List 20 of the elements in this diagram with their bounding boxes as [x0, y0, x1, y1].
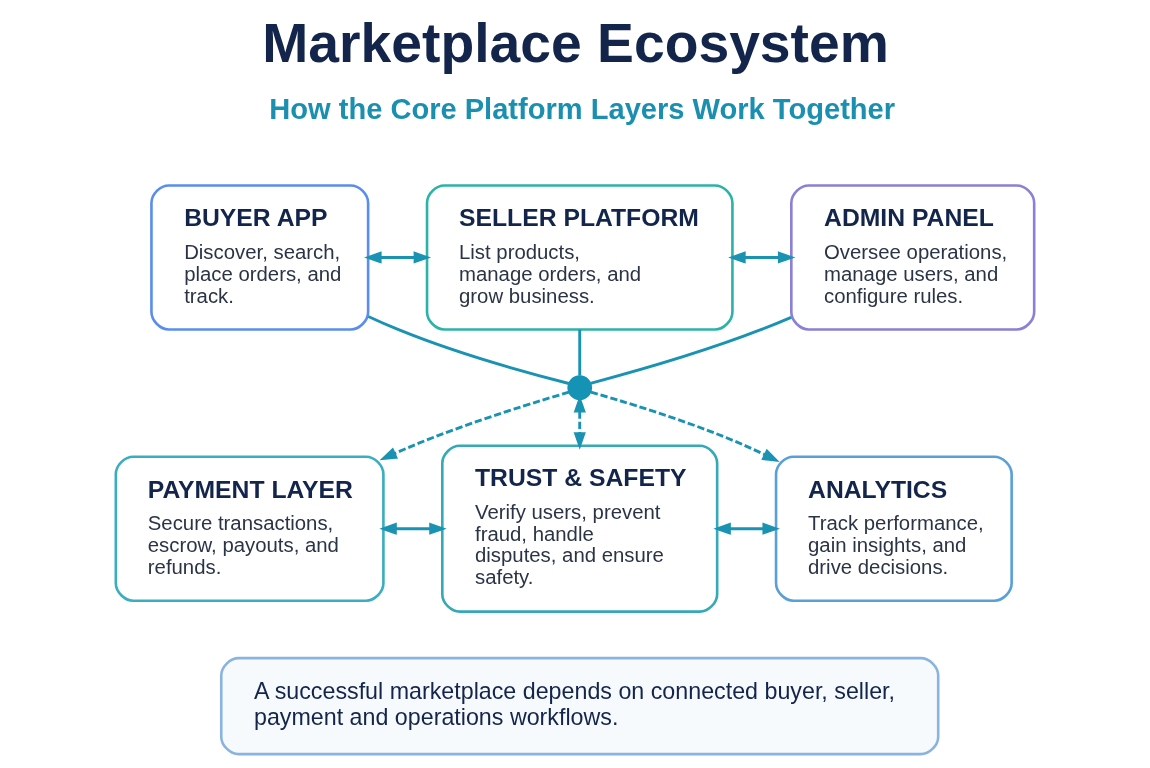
arrow — [379, 390, 570, 461]
node-circle — [567, 375, 593, 400]
node-box: PAYMENT LAYER Secure transactions, escrow, payouts, and refunds. — [114, 455, 385, 602]
connector — [590, 316, 792, 385]
arrow — [713, 522, 780, 535]
node-box: ADMIN PANEL Oversee operations, manage users, and configure rules. — [790, 184, 1036, 331]
label: How the Core Platform Layers Work Together — [269, 92, 896, 125]
diagram-title: Marketplace Ecosystem — [262, 12, 889, 75]
arrow — [573, 395, 586, 450]
arrow — [364, 251, 432, 264]
node-box: BUYER APP Discover, search, place orders, and track. — [150, 184, 370, 331]
arrow — [728, 251, 796, 264]
arrow — [379, 522, 447, 535]
node-box: ANALYTICS Track performance, gain insights, and drive decisions. — [774, 455, 1013, 602]
node-box: TRUST & SAFETY Verify users, prevent fraud, handle disputes, and ensure safety. — [441, 444, 719, 613]
node-box: SELLER PLATFORM List products, manage orders, and grow business. — [425, 184, 734, 331]
connector — [367, 315, 570, 385]
node-box: A successful marketplace depends on connected buyer, seller, payment and operations workflows. — [219, 656, 940, 756]
arrow — [590, 390, 780, 462]
connector — [578, 329, 582, 376]
